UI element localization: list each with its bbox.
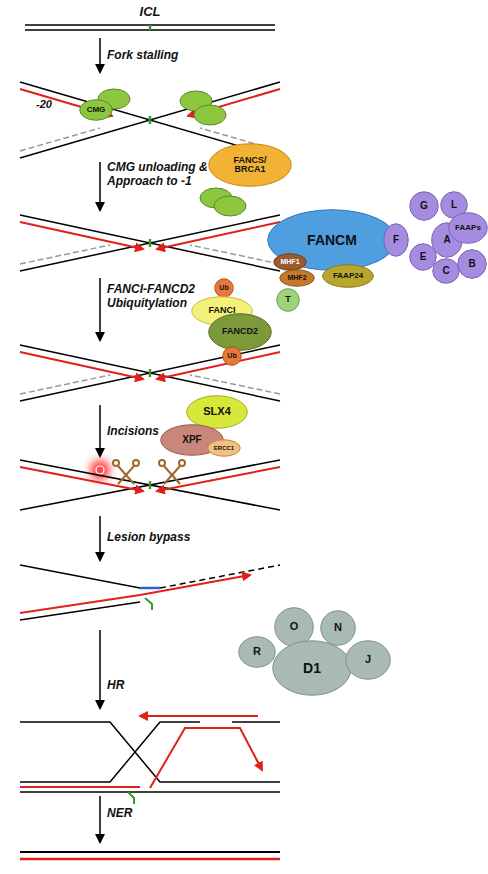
protein-ellipse: FANCD2	[208, 313, 272, 351]
protein-ellipse: J	[345, 640, 391, 680]
repaired-duplex	[20, 852, 280, 859]
protein-ellipse: Ub	[214, 278, 234, 298]
protein-ellipse: MHF2	[279, 269, 315, 287]
protein-ellipse: MHF1	[273, 253, 307, 271]
unloaded-helicase	[200, 188, 246, 216]
protein-name: O	[290, 621, 299, 633]
protein-name: FANCS/ BRCA1	[227, 156, 273, 175]
protein-name: Ub	[219, 284, 228, 291]
protein-ellipse: R	[238, 636, 276, 668]
protein-name: Ub	[227, 352, 236, 359]
protein-ellipse: FAAP24	[322, 264, 374, 288]
protein-name: FAAP24	[333, 272, 363, 280]
protein-name: MHF2	[287, 274, 306, 281]
protein-name: FANCD2	[222, 327, 258, 336]
protein-name: MHF1	[280, 258, 299, 265]
protein-name: C	[442, 266, 449, 277]
step-label: HR	[107, 678, 157, 692]
protein-ellipse: ERCC1	[207, 439, 241, 457]
protein-name: G	[420, 201, 428, 212]
protein-ellipse: E	[409, 243, 437, 271]
protein-name: J	[365, 654, 371, 666]
ubiquitylated-fork	[20, 345, 280, 401]
protein-ellipse: N	[320, 610, 356, 646]
protein-ellipse: C	[432, 258, 460, 284]
approached-fork	[20, 215, 280, 271]
diagram-title: ICL	[110, 4, 190, 20]
protein-ellipse: CMG	[79, 99, 113, 121]
protein-name: SLX4	[203, 406, 231, 418]
protein-ellipse: G	[409, 191, 439, 221]
step-label: Fork stalling	[107, 48, 257, 62]
step-label: Lesion bypass	[107, 530, 227, 544]
protein-name: D1	[303, 661, 321, 676]
position-marker: -20	[36, 98, 70, 111]
protein-ellipse: Ub	[222, 346, 242, 366]
protein-name: L	[451, 200, 457, 211]
protein-ellipse: FANCS/ BRCA1	[208, 143, 292, 187]
protein-name: F	[393, 235, 399, 246]
protein-ellipse: T	[276, 288, 300, 312]
protein-name: A	[443, 235, 450, 246]
protein-name: XPF	[182, 435, 201, 446]
recombination-strands	[20, 716, 280, 804]
incised-fork	[20, 460, 280, 510]
icl-duplex	[25, 25, 275, 30]
protein-name: ERCC1	[214, 445, 234, 451]
step-label: CMG unloading & Approach to -1	[107, 160, 219, 189]
step-label: NER	[107, 806, 157, 820]
lesion-bypass-strands	[20, 565, 280, 620]
protein-ellipse: B	[457, 249, 487, 279]
protein-name: FANCM	[307, 233, 357, 248]
protein-name: N	[334, 622, 342, 634]
protein-ellipse: D1	[272, 640, 352, 696]
protein-name: E	[420, 252, 427, 263]
protein-ellipse: F	[383, 223, 409, 257]
protein-ellipse: FAAPs	[448, 212, 488, 244]
protein-ellipse: SLX4	[186, 395, 248, 429]
protein-name: R	[253, 646, 261, 658]
protein-name: B	[468, 259, 475, 270]
protein-name: CMG	[87, 106, 106, 114]
protein-name: FAAPs	[455, 224, 481, 232]
protein-name: T	[285, 295, 291, 304]
